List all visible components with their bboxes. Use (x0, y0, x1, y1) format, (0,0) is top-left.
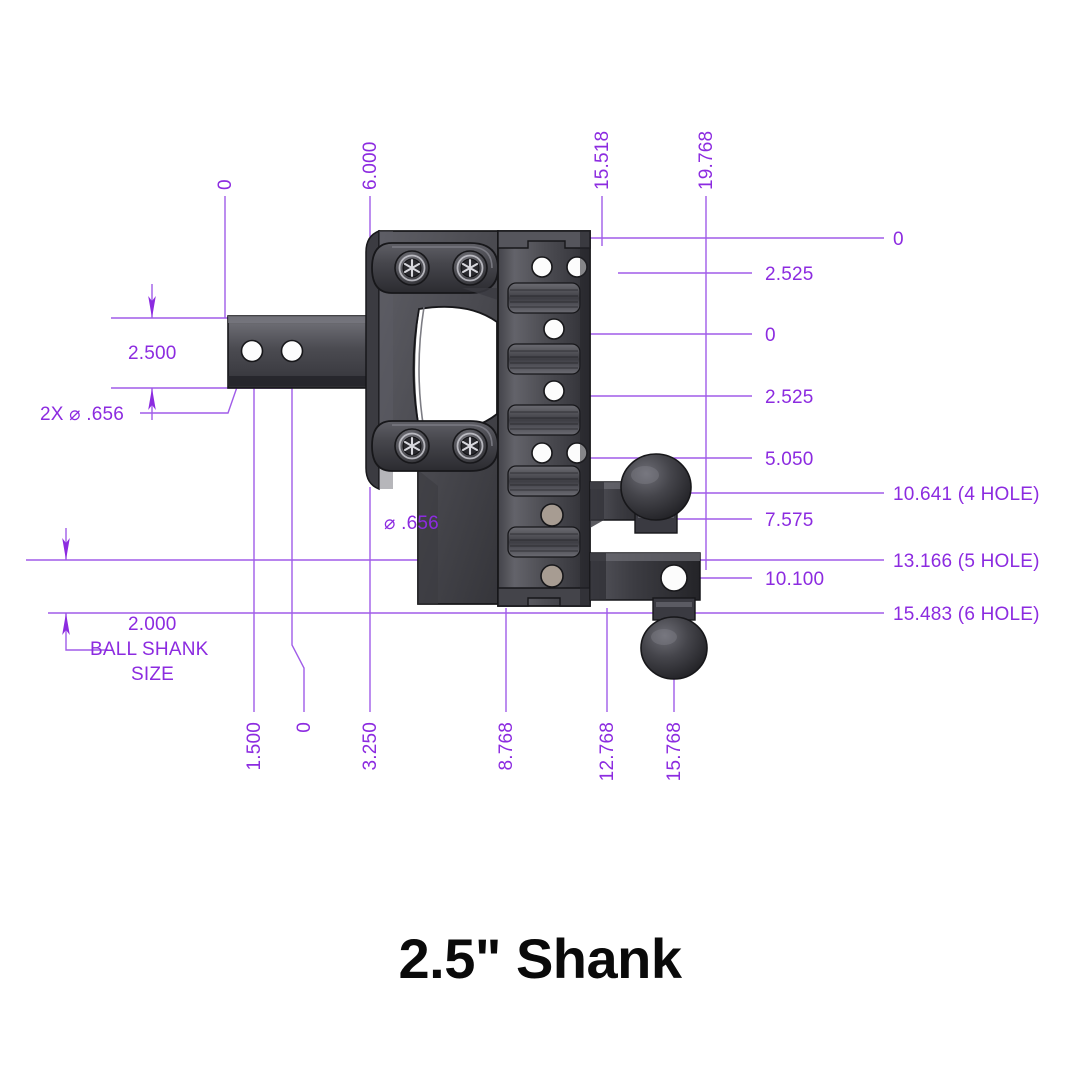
shank-hole-1 (240, 339, 264, 363)
note-note-2x-656: 2X ⌀ .656 (40, 404, 124, 425)
top-dimension-top-6000: 6.000 (360, 141, 381, 190)
dimension-labels: 0 6.000 15.518 19.768 1.500 0 3.250 8.768 12.768… (40, 131, 1040, 782)
ext-bot-0 (291, 348, 305, 712)
right-dimension-r-0a: 0 (893, 229, 904, 250)
right-dimension-r-10100: 10.100 (765, 569, 824, 590)
arrow-2500-down (148, 296, 156, 318)
page-title: 2.5" Shank (398, 927, 682, 990)
right-dimension-r-2525a: 2.525 (765, 264, 814, 285)
right-dimension-r-5050: 5.050 (765, 449, 814, 470)
right-dimension-r-13166: 13.166 (5 HOLE) (893, 551, 1040, 572)
right-dimension-r-15483: 15.483 (6 HOLE) (893, 604, 1040, 625)
bottom-dimension-bot-12768: 12.768 (597, 722, 618, 781)
bolt-upper-left (394, 250, 430, 286)
note-note-ball-1: 2.000 (128, 614, 177, 635)
left-dimension-l-2500: 2.500 (128, 343, 177, 364)
top-dimension-top-0: 0 (215, 179, 236, 190)
hex-socket-bolts (394, 250, 488, 464)
right-dimension-r-0b: 0 (765, 325, 776, 346)
bolt-upper-right (452, 250, 488, 286)
rail-hole-4a (531, 442, 553, 464)
rail-serration-bands (507, 282, 581, 558)
hitch-assembly (227, 229, 708, 680)
head-center-bore (412, 305, 498, 432)
hitch-head-body (365, 229, 499, 605)
right-dimension-r-7575: 7.575 (765, 510, 814, 531)
arrow-2500-up (148, 388, 156, 410)
arrow-2000-down (62, 538, 70, 560)
ball-arm-hole (660, 564, 688, 592)
bottom-dimension-bot-3250: 3.250 (360, 722, 381, 771)
bolt-lower-left (394, 428, 430, 464)
bottom-dimension-bot-15768: 15.768 (664, 722, 685, 781)
arrow-2000-up (62, 613, 70, 635)
bolt-lower-right (452, 428, 488, 464)
top-dimension-top-19768: 19.768 (696, 131, 717, 190)
right-dimension-r-10641: 10.641 (4 HOLE) (893, 484, 1040, 505)
note-note-ball-3: SIZE (131, 664, 174, 685)
bottom-dimension-bot-0: 0 (294, 722, 315, 733)
serrated-rail (497, 230, 591, 607)
rail-pin-6 (540, 564, 564, 588)
hitch-ball-lower (640, 616, 708, 680)
bottom-dimension-bot-1500: 1.500 (244, 722, 265, 771)
rail-hole-2 (543, 318, 565, 340)
ball-mount-lower (589, 552, 708, 680)
note-note-656: ⌀ .656 (384, 513, 439, 534)
rail-hole-1a (531, 256, 553, 278)
dim-2000-leader (65, 613, 108, 651)
ball-mount-upper (589, 453, 692, 534)
top-dimension-top-15518: 15.518 (592, 131, 613, 190)
rail-hole-3 (543, 380, 565, 402)
shank-hole-2 (280, 339, 304, 363)
bottom-dimension-bot-8768: 8.768 (496, 722, 517, 771)
hitch-ball-upper (620, 453, 692, 521)
right-dimension-r-2525b: 2.525 (765, 387, 814, 408)
rail-pin-5 (540, 503, 564, 527)
note-note-ball-2: BALL SHANK (90, 639, 209, 660)
